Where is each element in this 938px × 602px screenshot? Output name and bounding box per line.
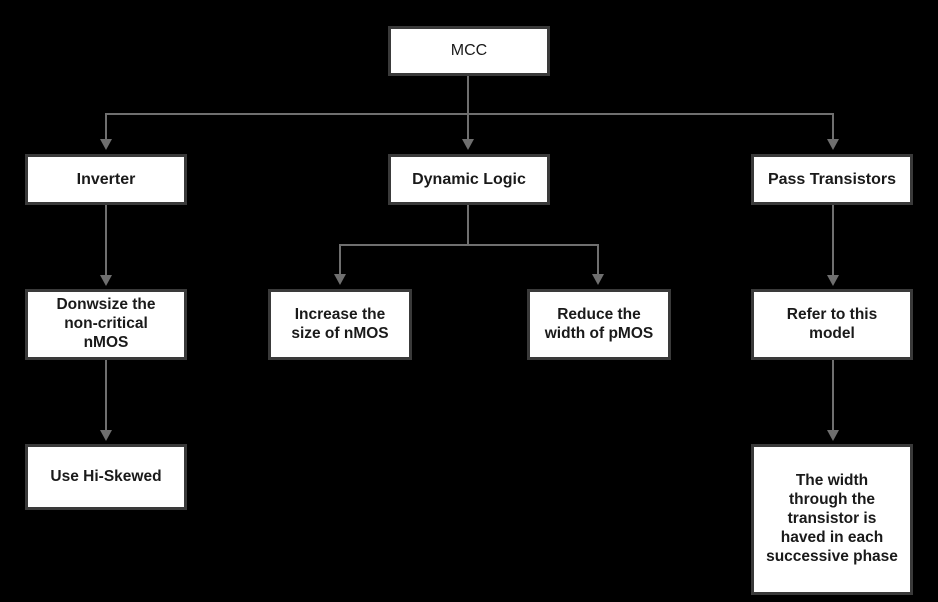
arrowhead-dynamic-logic-to-reduce [592, 274, 604, 285]
connector-dynamic-logic-to-increase [339, 244, 341, 275]
connector-inverter-to-downsize [105, 205, 107, 275]
arrowhead-pass-transistors-to-refer [827, 275, 839, 286]
node-downsize-non-critical-nmos[interactable]: Donwsize the non-critical nMOS [25, 289, 187, 360]
arrowhead-root-to-dynamic-logic [462, 139, 474, 150]
connector-root-to-inverter [105, 113, 107, 140]
node-mcc[interactable]: MCC [388, 26, 550, 76]
connector-refer-to-width-note [832, 360, 834, 430]
connector-dynamic-logic-stem [467, 205, 469, 245]
arrowhead-root-to-pass-transistors [827, 139, 839, 150]
node-reduce-width-of-pmos[interactable]: Reduce the width of pMOS [527, 289, 671, 360]
connector-downsize-to-hi-skewed [105, 360, 107, 430]
node-inverter[interactable]: Inverter [25, 154, 187, 205]
node-width-through-transistor[interactable]: The width through the transistor is have… [751, 444, 913, 595]
node-increase-size-of-nmos[interactable]: Increase the size of nMOS [268, 289, 412, 360]
arrowhead-inverter-to-downsize [100, 275, 112, 286]
connector-root-stem [467, 76, 469, 114]
node-pass-transistors[interactable]: Pass Transistors [751, 154, 913, 205]
connector-root-to-dynamic-logic [467, 113, 469, 140]
connector-pass-transistors-to-refer [832, 205, 834, 275]
connector-root-to-pass-transistors [832, 113, 834, 140]
node-refer-to-this-model[interactable]: Refer to this model [751, 289, 913, 360]
node-use-hi-skewed[interactable]: Use Hi-Skewed [25, 444, 187, 510]
connector-root-bus [105, 113, 834, 115]
node-dynamic-logic[interactable]: Dynamic Logic [388, 154, 550, 205]
arrowhead-refer-to-width-note [827, 430, 839, 441]
arrowhead-dynamic-logic-to-increase [334, 274, 346, 285]
arrowhead-downsize-to-hi-skewed [100, 430, 112, 441]
arrowhead-root-to-inverter [100, 139, 112, 150]
connector-dynamic-logic-to-reduce [597, 244, 599, 275]
connector-dynamic-logic-bus [339, 244, 598, 246]
